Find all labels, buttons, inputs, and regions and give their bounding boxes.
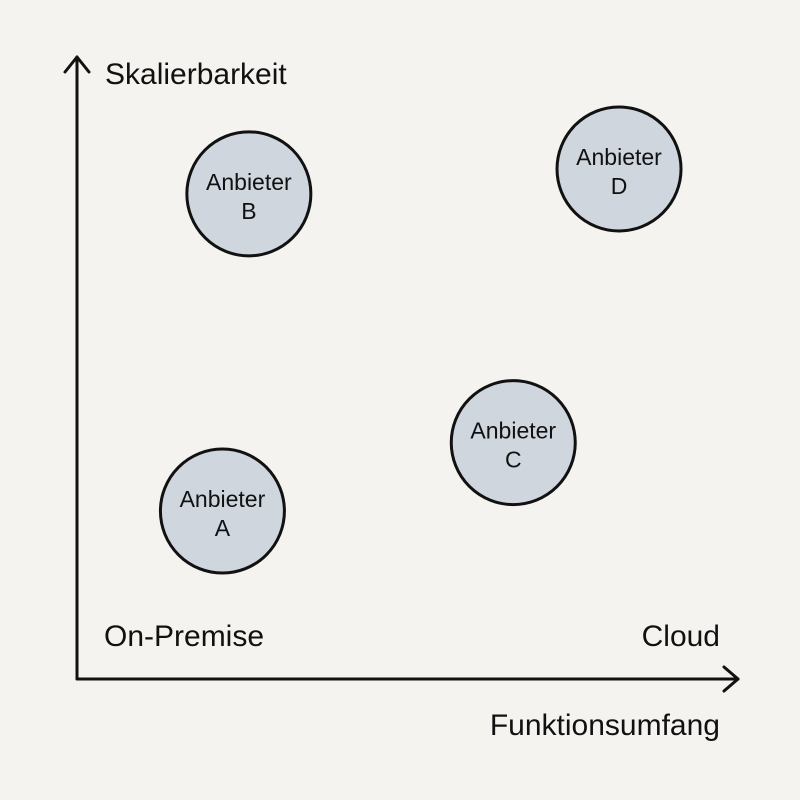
annotation-on-premise: On-Premise — [104, 620, 264, 653]
bubble-label-a-line1: Anbieter — [180, 486, 266, 512]
bubble-label-a-line2: A — [215, 515, 231, 541]
bubble-label-b-line2: B — [241, 198, 256, 224]
bubble-label-d-line2: D — [611, 173, 628, 199]
bubble-circle-b — [185, 130, 313, 258]
bubble-label-c-line2: C — [505, 447, 522, 473]
y-axis-label: Skalierbarkeit — [105, 58, 287, 91]
bubble-circle-c — [449, 379, 577, 507]
bubble-label-d-line1: Anbieter — [576, 144, 662, 170]
bubble-label-c-line1: Anbieter — [470, 418, 556, 444]
x-axis-label: Funktionsumfang — [490, 709, 720, 742]
bubble-circle-d — [555, 105, 683, 233]
annotation-cloud: Cloud — [642, 620, 720, 653]
bubble-label-b-line1: Anbieter — [206, 169, 292, 195]
x-axis-arrowhead — [722, 665, 740, 693]
bubble-circle-a — [158, 447, 286, 575]
